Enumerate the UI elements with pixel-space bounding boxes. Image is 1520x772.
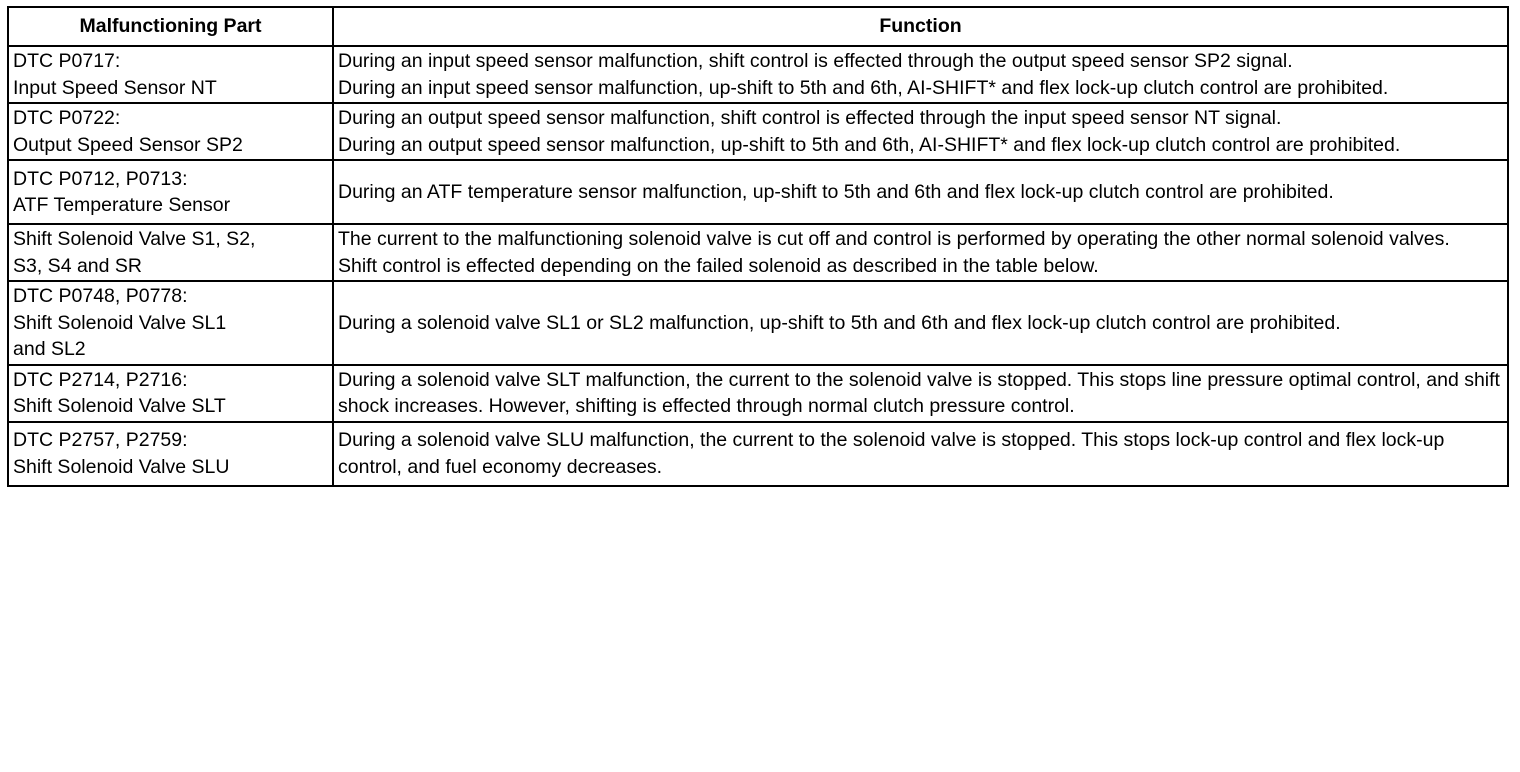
- part-name: Shift Solenoid Valve SLT: [13, 395, 226, 417]
- part-name: Shift Solenoid Valve SL1: [13, 311, 227, 334]
- function-cell: During an ATF temperature sensor malfunc…: [332, 159, 1509, 225]
- part-code: DTC P0717:: [13, 50, 121, 72]
- function-text: During an output speed sensor malfunctio…: [338, 107, 1282, 129]
- function-cell: During a solenoid valve SLT malfunction,…: [332, 363, 1509, 423]
- part-code: DTC P2757, P2759:: [13, 429, 188, 451]
- part-name: ATF Temperature Sensor: [13, 194, 231, 216]
- function-cell: During a solenoid valve SL1 or SL2 malfu…: [332, 280, 1509, 366]
- function-cell: The current to the malfunctioning soleno…: [332, 223, 1509, 282]
- part-cell: DTC P0748, P0778: Shift Solenoid Valve S…: [7, 280, 334, 366]
- function-text: During an input speed sensor malfunction…: [338, 76, 1389, 99]
- function-text: During an output speed sensor malfunctio…: [338, 133, 1401, 156]
- function-text: During a solenoid valve SL1 or SL2 malfu…: [338, 311, 1341, 334]
- part-code: DTC P2714, P2716:: [13, 368, 188, 391]
- table-row: DTC P2757, P2759: Shift Solenoid Valve S…: [7, 420, 1509, 487]
- function-text: The current to the malfunctioning soleno…: [338, 228, 1450, 250]
- function-text: Shift control is effected depending on t…: [338, 254, 1099, 277]
- table-row: DTC P2714, P2716: Shift Solenoid Valve S…: [7, 363, 1509, 423]
- function-text: During a solenoid valve SLU malfunction,…: [338, 429, 1445, 478]
- header-malfunctioning-part: Malfunctioning Part: [7, 6, 334, 47]
- function-cell: During an output speed sensor malfunctio…: [332, 102, 1509, 161]
- table-row: DTC P0717: Input Speed Sensor NT During …: [7, 45, 1509, 104]
- part-name: Output Speed Sensor SP2: [13, 133, 243, 156]
- function-cell: During a solenoid valve SLU malfunction,…: [332, 420, 1509, 487]
- part-name: Input Speed Sensor NT: [13, 76, 217, 99]
- function-text: During an input speed sensor malfunction…: [338, 50, 1293, 72]
- table-row: DTC P0748, P0778: Shift Solenoid Valve S…: [7, 280, 1509, 366]
- part-cell: DTC P2757, P2759: Shift Solenoid Valve S…: [7, 420, 334, 487]
- part-cell: Shift Solenoid Valve S1, S2, S3, S4 and …: [7, 223, 334, 282]
- part-cell: DTC P0717: Input Speed Sensor NT: [7, 45, 334, 104]
- table-row: DTC P0722: Output Speed Sensor SP2 Durin…: [7, 102, 1509, 161]
- malfunction-function-table: Malfunctioning Part Function DTC P0717: …: [7, 6, 1509, 487]
- table-header-row: Malfunctioning Part Function: [7, 6, 1509, 47]
- part-cell: DTC P2714, P2716: Shift Solenoid Valve S…: [7, 363, 334, 423]
- function-text: During an ATF temperature sensor malfunc…: [338, 180, 1334, 203]
- part-name: S3, S4 and SR: [13, 254, 142, 277]
- part-name: and SL2: [13, 338, 86, 360]
- part-name: Shift Solenoid Valve SLU: [13, 455, 230, 478]
- part-cell: DTC P0712, P0713: ATF Temperature Sensor: [7, 159, 334, 225]
- part-cell: DTC P0722: Output Speed Sensor SP2: [7, 102, 334, 161]
- part-code: DTC P0712, P0713:: [13, 167, 188, 190]
- header-function: Function: [332, 6, 1509, 47]
- table-row: Shift Solenoid Valve S1, S2, S3, S4 and …: [7, 223, 1509, 282]
- part-code: DTC P0722:: [13, 107, 121, 129]
- part-code: DTC P0748, P0778:: [13, 285, 188, 307]
- function-cell: During an input speed sensor malfunction…: [332, 45, 1509, 104]
- function-text: During a solenoid valve SLT malfunction,…: [338, 368, 1500, 418]
- table-row: DTC P0712, P0713: ATF Temperature Sensor…: [7, 159, 1509, 225]
- part-name: Shift Solenoid Valve S1, S2,: [13, 228, 256, 250]
